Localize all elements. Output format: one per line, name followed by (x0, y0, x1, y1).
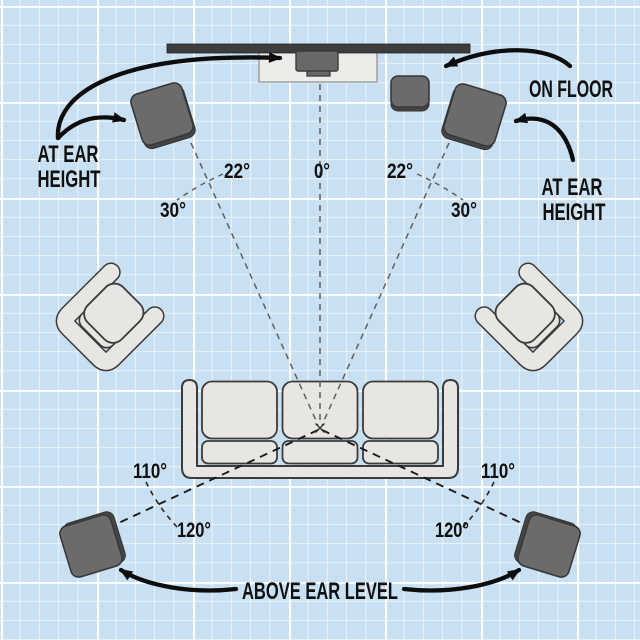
sofa-back-cushion (362, 380, 439, 440)
arrow-to-front-left-speaker (55, 112, 127, 141)
arrow-to-rear-left-speaker (118, 567, 239, 593)
sofa-seat-cushion (201, 440, 278, 465)
arrow-to-rear-right-speaker (401, 567, 522, 593)
rear-left-speaker (59, 511, 126, 578)
front-left-angle-line (190, 142, 319, 426)
armchair-frame (475, 263, 582, 370)
speaker-body (130, 82, 194, 146)
angle-center: 0° (314, 160, 330, 183)
sofa-frame (181, 379, 459, 479)
sofa-back-cushion (201, 380, 278, 440)
subwoofer (390, 75, 430, 112)
angle-front-left-max: 30° (160, 199, 186, 222)
speaker-body (59, 514, 123, 578)
angle-rear-right-max: 120° (435, 519, 469, 542)
front-right-label-line1: AT EAR (542, 174, 603, 201)
armchair-seat-cushion (494, 282, 556, 344)
rear-left-angle-line (109, 429, 319, 528)
angle-rear-left-min: 110° (133, 460, 167, 483)
text-labels: AT EAR HEIGHT AT EAR HEIGHT ON FLOOR ABO… (38, 76, 614, 605)
sofa (181, 379, 459, 479)
left-armchair (55, 262, 165, 372)
front-left-label-line2: HEIGHT (38, 166, 101, 193)
subwoofer-body (390, 75, 430, 108)
arrow-to-subwoofer (443, 48, 573, 69)
armchair-frame (57, 263, 164, 370)
angle-front-left-min: 22° (224, 160, 250, 183)
front-right-angle-line (321, 142, 450, 426)
front-right-angle-arc (416, 173, 464, 201)
rear-left-angle-arc (145, 481, 181, 531)
center-speaker (295, 50, 339, 72)
arrow-to-front-right-speaker (513, 112, 576, 163)
front-left-speaker (130, 82, 196, 150)
front-right-label-line2: HEIGHT (543, 199, 606, 226)
front-left-label-line1: AT EAR (38, 141, 99, 168)
rear-speakers-label: ABOVE EAR LEVEL (242, 578, 398, 605)
armchair-seat-cushion (83, 282, 145, 344)
angle-front-right-max: 30° (451, 199, 477, 222)
angle-guides (109, 84, 531, 531)
listening-position-marker (315, 423, 325, 433)
callout-arrows (55, 48, 576, 593)
sofa-seat-cushion (362, 440, 439, 465)
rear-right-angle-line (321, 429, 531, 528)
speaker-body (443, 83, 507, 147)
right-armchair (474, 262, 584, 372)
rear-right-speaker (514, 511, 581, 578)
angle-rear-left-max: 120° (177, 519, 211, 542)
rear-right-angle-arc (459, 481, 495, 531)
speaker-body (517, 514, 581, 578)
angle-front-right-min: 22° (387, 160, 413, 183)
sofa-back-cushion (281, 380, 359, 440)
angle-rear-right-min: 110° (481, 460, 515, 483)
front-right-speaker (441, 83, 507, 151)
sofa-seat-cushion (281, 440, 359, 465)
front-left-angle-arc (176, 173, 224, 201)
arrow-to-center-speaker (55, 52, 283, 141)
subwoofer-label: ON FLOOR (529, 76, 613, 103)
